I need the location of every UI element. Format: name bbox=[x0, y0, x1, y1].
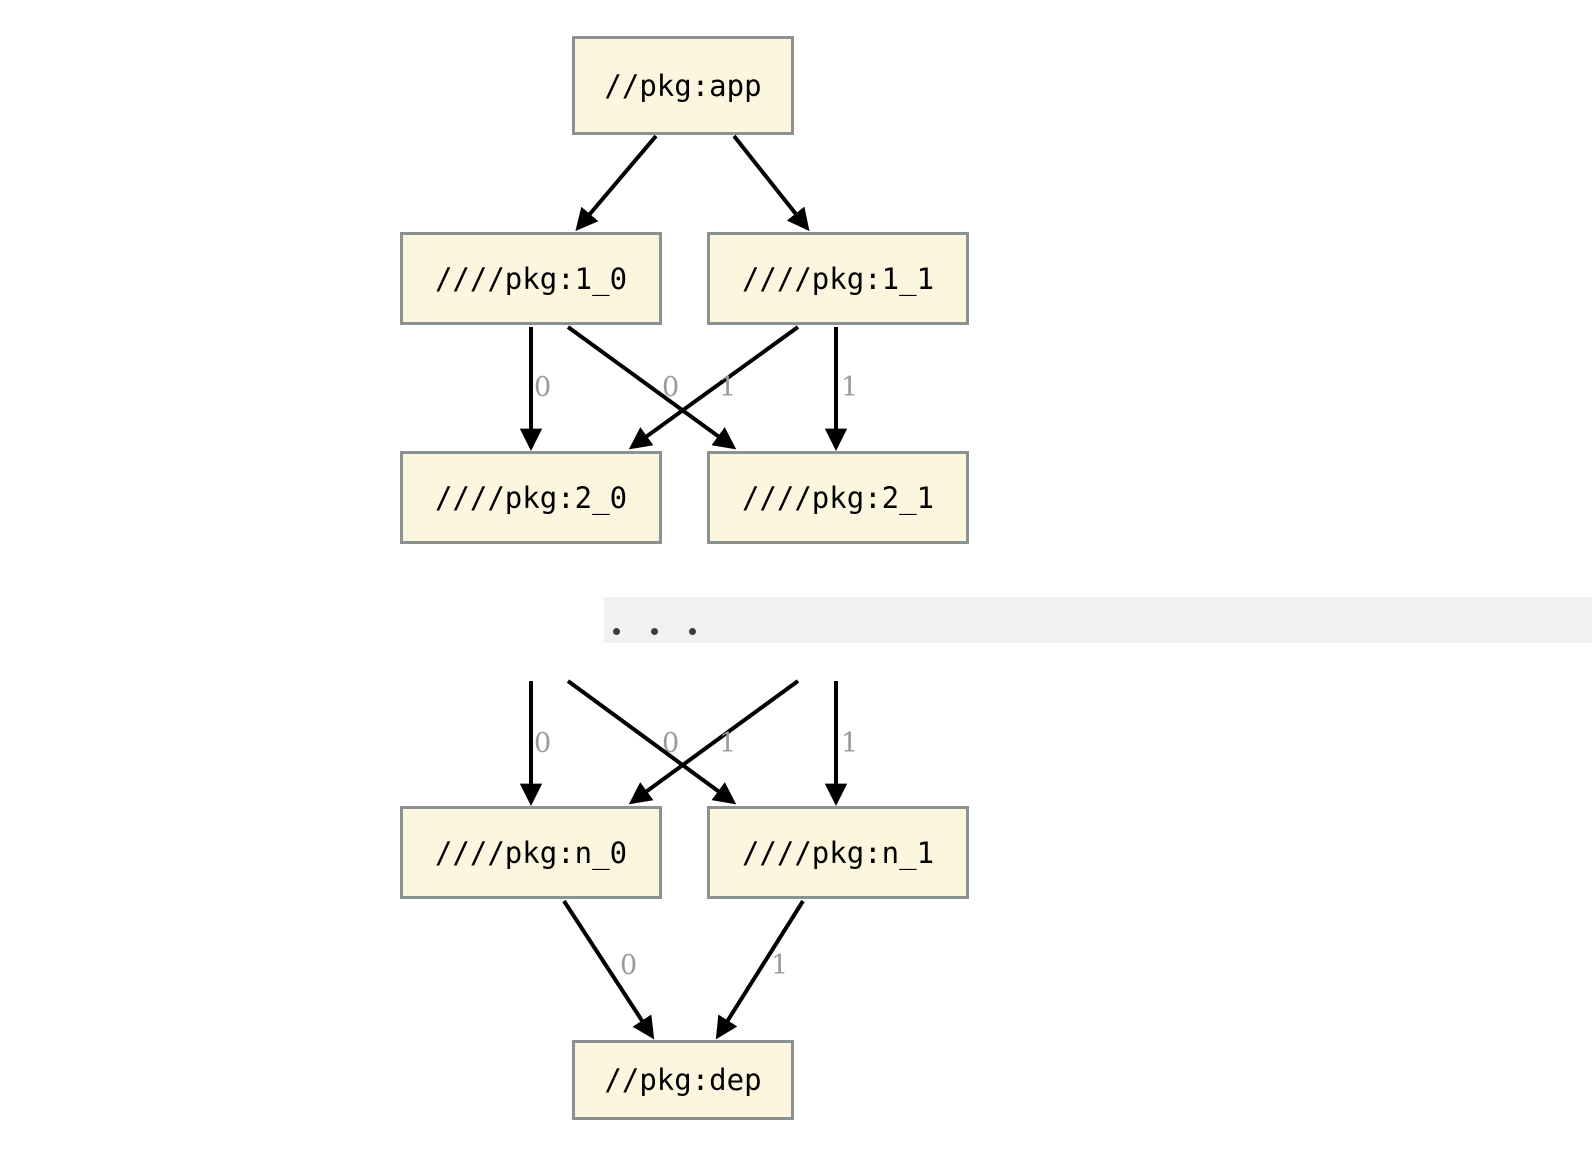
graph-node-app[interactable]: //pkg:app bbox=[572, 36, 794, 135]
graph-edge-1 bbox=[732, 134, 810, 232]
graph-edge-0 bbox=[575, 134, 658, 232]
graph-edge-10 bbox=[562, 899, 655, 1040]
ellipsis-separator-band bbox=[604, 597, 1592, 643]
graph-edge-label-2: 0 bbox=[534, 372, 552, 403]
graph-node-label: ////pkg:2_0 bbox=[434, 480, 628, 515]
graph-edge-label-3: 0 bbox=[662, 372, 680, 403]
graph-node-label: ////pkg:1_1 bbox=[741, 261, 935, 296]
ellipsis-dot-2 bbox=[651, 627, 658, 635]
graph-node-nn_1[interactable]: ////pkg:n_1 bbox=[707, 806, 969, 899]
graph-node-n2_0[interactable]: ////pkg:2_0 bbox=[400, 451, 662, 544]
graph-node-label: //pkg:dep bbox=[604, 1063, 762, 1097]
graph-node-label: ////pkg:2_1 bbox=[741, 480, 935, 515]
graph-edge-11 bbox=[715, 899, 805, 1040]
ellipsis-dot-3 bbox=[689, 627, 696, 635]
graph-edge-label-4: 1 bbox=[719, 372, 737, 403]
graph-node-label: ////pkg:1_0 bbox=[434, 261, 628, 296]
graph-edge-4 bbox=[628, 325, 800, 450]
graph-edge-label-9: 1 bbox=[841, 728, 859, 759]
graph-edge-label-11: 1 bbox=[771, 950, 789, 981]
graph-node-nn_0[interactable]: ////pkg:n_0 bbox=[400, 806, 662, 899]
graph-edge-label-8: 1 bbox=[719, 728, 737, 759]
graph-node-n1_1[interactable]: ////pkg:1_1 bbox=[707, 232, 969, 325]
ellipsis-dot-1 bbox=[613, 627, 620, 635]
graph-edge-label-5: 1 bbox=[841, 372, 859, 403]
graph-edge-label-10: 0 bbox=[620, 950, 638, 981]
graph-edge-7 bbox=[566, 679, 737, 805]
graph-edge-3 bbox=[566, 325, 737, 450]
graph-node-dep[interactable]: //pkg:dep bbox=[572, 1040, 794, 1120]
graph-node-label: ////pkg:n_0 bbox=[434, 835, 628, 870]
graph-node-label: ////pkg:n_1 bbox=[741, 835, 935, 870]
graph-node-label: //pkg:app bbox=[604, 68, 762, 103]
graph-edge-label-7: 0 bbox=[662, 728, 680, 759]
graph-edge-label-6: 0 bbox=[534, 728, 552, 759]
ellipsis-dots bbox=[613, 627, 727, 635]
graph-node-n2_1[interactable]: ////pkg:2_1 bbox=[707, 451, 969, 544]
graph-node-n1_0[interactable]: ////pkg:1_0 bbox=[400, 232, 662, 325]
graph-edge-8 bbox=[628, 679, 800, 805]
